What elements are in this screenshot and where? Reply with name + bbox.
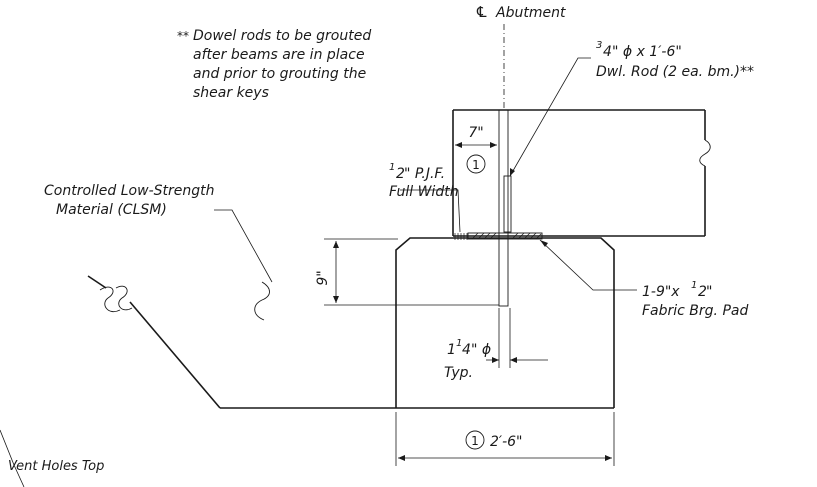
pjf-frac-num: 1 — [389, 162, 395, 173]
centerline-symbol: ℄ — [476, 3, 487, 21]
dowel-hole-in-beam — [503, 175, 512, 233]
bearing-pad-frac-den: 2 — [698, 284, 707, 300]
base-width-marker: 1 — [471, 434, 479, 448]
dowel-rod-leader — [509, 57, 591, 177]
pad-height-dimension: 9" — [315, 238, 499, 306]
bearing-pad-frac-num: 1 — [691, 280, 697, 291]
hole-frac-num: 1 — [456, 338, 462, 349]
dowel-rod-frac-num: 3 — [596, 40, 602, 51]
slope-line — [87, 275, 221, 409]
dowel-rod-label: Dwl. Rod (2 ea. bm.)** — [596, 64, 754, 80]
clsm-callout: Controlled Low-Strength Material (CLSM) — [44, 183, 215, 218]
dowel-note-line-3: and prior to grouting the — [193, 66, 366, 82]
dowel-note-line-1: Dowel rods to be grouted — [193, 28, 371, 44]
joint-filler-hatch — [454, 233, 468, 240]
abutment-cap — [220, 237, 615, 409]
clsm-leader — [214, 209, 273, 283]
dowel-note-line-4: shear keys — [193, 85, 269, 101]
beam-offset-dimension: 7" — [455, 125, 497, 148]
clsm-line-1: Controlled Low-Strength — [44, 183, 215, 199]
bearing-pad-label: Fabric Brg. Pad — [642, 303, 748, 319]
centerline-text: Abutment — [495, 5, 566, 21]
vent-holes-label: Vent Holes Top — [8, 459, 104, 474]
dowel-note-line-2: after beams are in place — [193, 47, 365, 63]
hole-frac-den: 4 — [462, 342, 471, 358]
dowel-rod-leader-arrow — [510, 168, 515, 176]
beam — [452, 109, 711, 237]
pjf-callout: 1 2 " P.J.F. Full Width — [389, 162, 459, 200]
dowel-note-marker: ** — [177, 29, 189, 43]
bearing-pad-size: 1-9"x — [642, 284, 680, 300]
beam-marker: 1 — [466, 154, 486, 174]
dowel-rod-size: " ϕ x 1′-6" — [612, 44, 682, 60]
base-width-dimension: 1 2′-6" — [395, 412, 615, 466]
hole-whole: 1 — [447, 342, 456, 358]
bearing-pad-inch: " — [706, 284, 712, 300]
pjf-leader — [400, 189, 461, 233]
clsm-line-2: Material (CLSM) — [56, 202, 167, 218]
dowel-rod-frac-den: 4 — [603, 44, 612, 60]
pjf-frac-den: 2 — [396, 166, 405, 182]
bearing-pad-leader — [539, 239, 637, 291]
hole-typ: Typ. — [444, 365, 473, 381]
bearing-pad-leader-arrow — [540, 240, 548, 247]
pjf-full-width: Full Width — [389, 184, 459, 200]
pjf-label: " P.J.F. — [404, 166, 445, 182]
hole-dimension: 1 1 4 " ϕ Typ. — [444, 308, 548, 381]
hole-size: " ϕ — [471, 342, 491, 358]
pad-height-value: 9" — [315, 270, 331, 285]
beam-offset-value: 7" — [468, 125, 483, 141]
dowel-rod-callout: 3 4 " ϕ x 1′-6" Dwl. Rod (2 ea. bm.)** — [596, 40, 754, 80]
dowel-rods-note: ** Dowel rods to be grouted after beams … — [177, 28, 371, 101]
beam-marker-number: 1 — [472, 158, 480, 172]
centerline-label: ℄ Abutment — [476, 3, 566, 21]
base-width-value: 2′-6" — [490, 434, 522, 450]
vent-holes-callout: Vent Holes Top — [0, 429, 104, 487]
bearing-pad-callout: 1-9"x 1 2 " Fabric Brg. Pad — [642, 280, 748, 319]
dowel-rod-bar — [498, 109, 509, 307]
clsm-break-symbol — [254, 281, 270, 321]
